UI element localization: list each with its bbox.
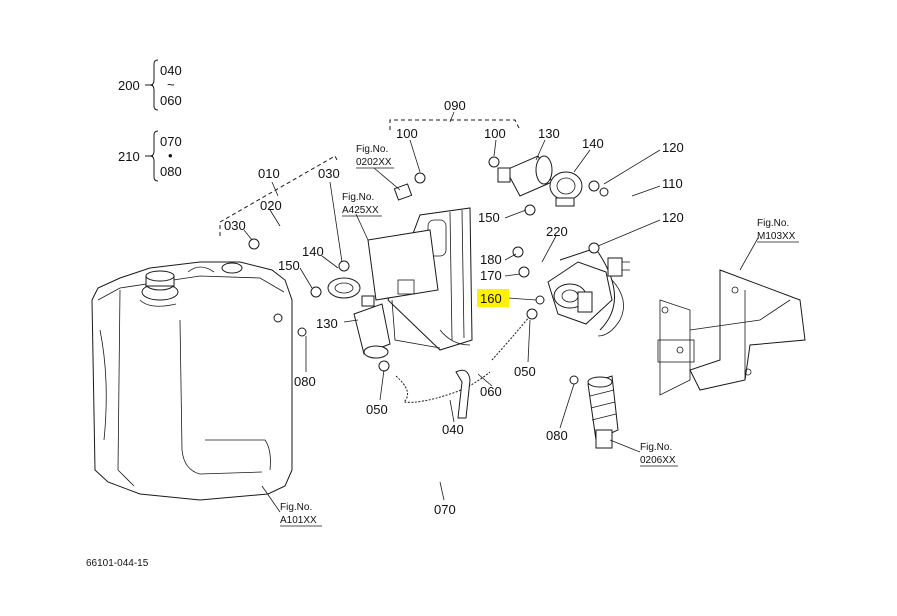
callout-120-lower[interactable]: 120 xyxy=(662,210,684,225)
callout-180[interactable]: 180 xyxy=(480,252,502,267)
callout-030-lower[interactable]: 030 xyxy=(224,218,246,233)
callout-140-lower[interactable]: 140 xyxy=(302,244,324,259)
callout-110[interactable]: 110 xyxy=(662,176,683,191)
fig-ref-0202[interactable]: Fig.No. 0202XX xyxy=(356,144,394,169)
callout-160[interactable]: 160 xyxy=(480,291,502,306)
legend-group-210: 210 070 • 080 xyxy=(118,130,182,182)
chassis-frame xyxy=(657,269,806,396)
svg-text:Fig.No.: Fig.No. xyxy=(342,192,374,203)
svg-text:Fig.No.: Fig.No. xyxy=(640,442,672,453)
callout-050-right[interactable]: 050 xyxy=(514,364,536,379)
frame-plates xyxy=(367,207,473,351)
callout-100-right[interactable]: 100 xyxy=(484,126,506,141)
callout-150-upper[interactable]: 150 xyxy=(478,210,500,225)
callout-150-lower[interactable]: 150 xyxy=(278,258,300,273)
callout-numbers: 090 100 100 130 140 120 110 120 150 220 … xyxy=(224,98,684,517)
legend-200-top: 040 xyxy=(160,63,182,78)
clamp-lower xyxy=(327,277,361,299)
svg-text:M103XX: M103XX xyxy=(757,231,796,242)
group-brackets xyxy=(219,119,521,236)
legend-200-bottom: 060 xyxy=(160,93,182,108)
leader-lines xyxy=(243,111,759,513)
legend-210-sep: • xyxy=(168,148,173,163)
callout-040[interactable]: 040 xyxy=(442,422,464,437)
clamp-upper xyxy=(549,171,583,207)
callout-100-left[interactable]: 100 xyxy=(396,126,418,141)
fuel-filter-lower xyxy=(353,295,391,359)
svg-text:Fig.No.: Fig.No. xyxy=(280,502,312,513)
callout-140-upper[interactable]: 140 xyxy=(582,136,604,151)
callout-090[interactable]: 090 xyxy=(444,98,466,113)
fig-ref-a425[interactable]: Fig.No. A425XX xyxy=(342,192,382,217)
svg-text:0202XX: 0202XX xyxy=(356,157,392,168)
svg-text:A101XX: A101XX xyxy=(280,515,317,526)
fuel-filter-upper xyxy=(497,155,553,197)
legend-200-sep: ~ xyxy=(167,77,175,92)
legend-210-top: 070 xyxy=(160,134,182,149)
callout-120-upper[interactable]: 120 xyxy=(662,140,684,155)
callout-080-right[interactable]: 080 xyxy=(546,428,568,443)
legend-210-bottom: 080 xyxy=(160,164,182,179)
figure-references: Fig.No. 0202XX Fig.No. A425XX Fig.No. M1… xyxy=(280,144,799,527)
callout-010[interactable]: 010 xyxy=(258,166,280,181)
fig-ref-a101[interactable]: Fig.No. A101XX xyxy=(280,502,322,527)
callout-220[interactable]: 220 xyxy=(546,224,568,239)
callout-130-upper[interactable]: 130 xyxy=(538,126,560,141)
svg-text:0206XX: 0206XX xyxy=(640,455,676,466)
fuel-cut-solenoid xyxy=(587,375,619,449)
callout-070[interactable]: 070 xyxy=(434,502,456,517)
callout-130-lower[interactable]: 130 xyxy=(316,316,338,331)
diagram-id: 66101-044-15 xyxy=(86,558,149,569)
svg-text:Fig.No.: Fig.No. xyxy=(356,144,388,155)
fittings xyxy=(248,156,609,419)
fig-ref-m103[interactable]: Fig.No. M103XX xyxy=(757,218,799,243)
highlight-160 xyxy=(477,289,509,307)
callout-050-left[interactable]: 050 xyxy=(366,402,388,417)
callout-170[interactable]: 170 xyxy=(480,268,502,283)
legend-200-number: 200 xyxy=(118,78,140,93)
legend-210-number: 210 xyxy=(118,149,140,164)
callout-060[interactable]: 060 xyxy=(480,384,502,399)
callout-030-upper[interactable]: 030 xyxy=(318,166,340,181)
fig-ref-0206[interactable]: Fig.No. 0206XX xyxy=(640,442,678,467)
svg-text:A425XX: A425XX xyxy=(342,205,379,216)
callout-080-left[interactable]: 080 xyxy=(294,374,316,389)
fuel-pump xyxy=(547,249,630,337)
legend-group-200: 200 040 ~ 060 xyxy=(118,59,182,111)
svg-text:Fig.No.: Fig.No. xyxy=(757,218,789,229)
fuel-tank-drawing xyxy=(91,261,293,501)
callout-020[interactable]: 020 xyxy=(260,198,282,213)
